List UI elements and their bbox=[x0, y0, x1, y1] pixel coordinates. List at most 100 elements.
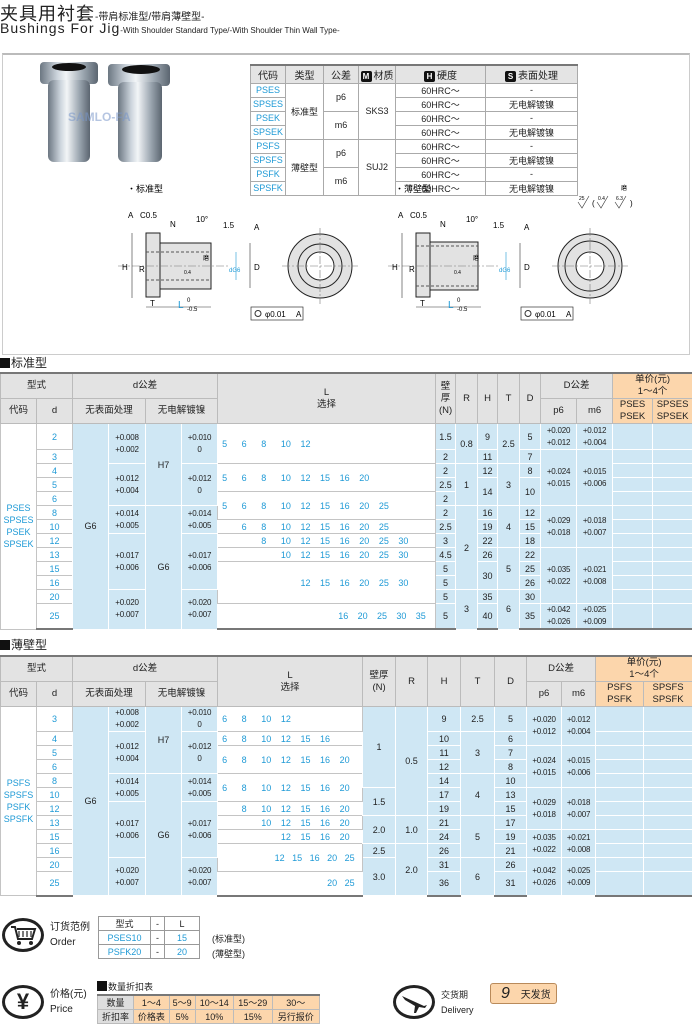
cell-R: 2.0 bbox=[395, 843, 429, 896]
cell-N: 3 bbox=[435, 533, 457, 548]
cell-pr2 bbox=[643, 815, 692, 830]
header-L: L 选择 bbox=[217, 372, 437, 424]
cell-N: 1.5 bbox=[435, 423, 457, 450]
cell-N: 5 bbox=[435, 589, 457, 604]
length-option: 6 bbox=[241, 438, 247, 449]
header-price1: PSFS PSFK bbox=[595, 681, 645, 707]
spec-material: SUJ2 bbox=[358, 138, 396, 196]
length-option: 6 bbox=[241, 500, 247, 511]
cell-N: 2.5 bbox=[362, 843, 397, 858]
surface-icon: S bbox=[505, 70, 516, 82]
cell-T: 6 bbox=[497, 589, 521, 630]
cell-N: 2.5 bbox=[435, 519, 457, 534]
spec-tol: m6 bbox=[323, 166, 359, 196]
spec-surface: - bbox=[485, 138, 578, 154]
length-option: 30 bbox=[398, 535, 409, 546]
cell-N: 4.5 bbox=[435, 547, 457, 562]
svg-text:6.3: 6.3 bbox=[616, 196, 623, 202]
gdt-frame bbox=[250, 306, 304, 321]
cell-pr1 bbox=[612, 547, 654, 562]
cell-pr1 bbox=[612, 505, 654, 520]
cell-pr2 bbox=[643, 871, 692, 897]
cell-pr1 bbox=[595, 829, 645, 844]
cell-H: 26 bbox=[477, 547, 499, 562]
length-option: 12 bbox=[280, 754, 291, 765]
datum-a-label: A bbox=[128, 211, 134, 220]
length-option: 25 bbox=[376, 611, 387, 621]
gdt-frame bbox=[520, 306, 574, 321]
length-option: 16 bbox=[320, 754, 331, 765]
d-label: dG6 bbox=[229, 268, 241, 274]
cell-D: 25 bbox=[519, 561, 542, 576]
cell-plain: +0.012 +0.004 bbox=[108, 463, 147, 506]
cell-H: 35 bbox=[477, 589, 499, 604]
cell-T: 5 bbox=[497, 547, 521, 590]
discount-cell: 另行报价 bbox=[271, 1009, 320, 1024]
cell-p6: +0.035 +0.022 bbox=[540, 547, 578, 604]
section-title-standard: 标准型 bbox=[0, 354, 47, 371]
cell-pr1 bbox=[612, 603, 654, 630]
cell-pr2 bbox=[643, 857, 692, 872]
header-H: H bbox=[427, 655, 462, 707]
length-option: 8 bbox=[241, 782, 247, 793]
length-option: 6 bbox=[222, 733, 228, 744]
length-option: 6 bbox=[222, 782, 228, 793]
length-option: 35 bbox=[415, 611, 426, 621]
cell-code: PSFS SPSFS PSFK SPSFK bbox=[0, 706, 37, 896]
length-option: 16 bbox=[339, 521, 350, 532]
cell-D: 17 bbox=[494, 815, 528, 830]
cell-pr2 bbox=[643, 706, 692, 732]
wall-label: N bbox=[440, 220, 446, 229]
cell-pr1 bbox=[595, 815, 645, 830]
price-label: 价格(元)Price bbox=[50, 987, 87, 1017]
gdt-tolerance: φ0.01 bbox=[535, 310, 556, 319]
cell-H: 22 bbox=[477, 533, 499, 548]
cell-D: 5 bbox=[519, 423, 542, 450]
length-option: 12 bbox=[300, 521, 311, 532]
cell-p6: +0.029 +0.018 bbox=[540, 505, 578, 548]
header-plain: 无表面处理 bbox=[72, 398, 147, 424]
length-option: 20 bbox=[359, 577, 370, 588]
cell-D: 22 bbox=[519, 547, 542, 562]
length-option: 10 bbox=[280, 521, 291, 532]
spec-code: PSEK bbox=[250, 110, 286, 126]
cell-pr2 bbox=[643, 843, 692, 858]
length-option: 25 bbox=[344, 852, 355, 863]
cell-pr1 bbox=[595, 857, 645, 872]
length-option: 10 bbox=[280, 549, 291, 560]
L-lower-tol: -0.5 bbox=[457, 307, 468, 313]
cell-D: 15 bbox=[494, 801, 528, 816]
roughness-label: 0.4 bbox=[454, 270, 461, 276]
length-option: 6 bbox=[222, 714, 228, 724]
cell-pr2 bbox=[643, 787, 692, 802]
cell-T: 4 bbox=[460, 773, 496, 816]
cell-plain: +0.014 +0.005 bbox=[108, 773, 147, 802]
delivery-badge: 9 天发货 bbox=[490, 983, 557, 1004]
concentricity-icon bbox=[254, 310, 262, 317]
cell-d: 6 bbox=[35, 759, 74, 774]
cell-pr2 bbox=[652, 505, 692, 520]
cell-d: 10 bbox=[35, 519, 74, 534]
length-option: 16 bbox=[309, 852, 320, 863]
cell-pr2 bbox=[652, 589, 692, 604]
length-option: 10 bbox=[280, 500, 291, 511]
spec-code: PSFS bbox=[250, 138, 286, 154]
length-option: 25 bbox=[344, 878, 355, 889]
cell-m6: +0.015 +0.006 bbox=[561, 745, 597, 788]
delivery-label-en: Delivery bbox=[441, 1005, 474, 1015]
cell-H: 17 bbox=[427, 787, 462, 802]
cell-g6: G6 bbox=[72, 706, 110, 896]
cell-H: 19 bbox=[427, 801, 462, 816]
cell-D: 5 bbox=[494, 706, 528, 732]
